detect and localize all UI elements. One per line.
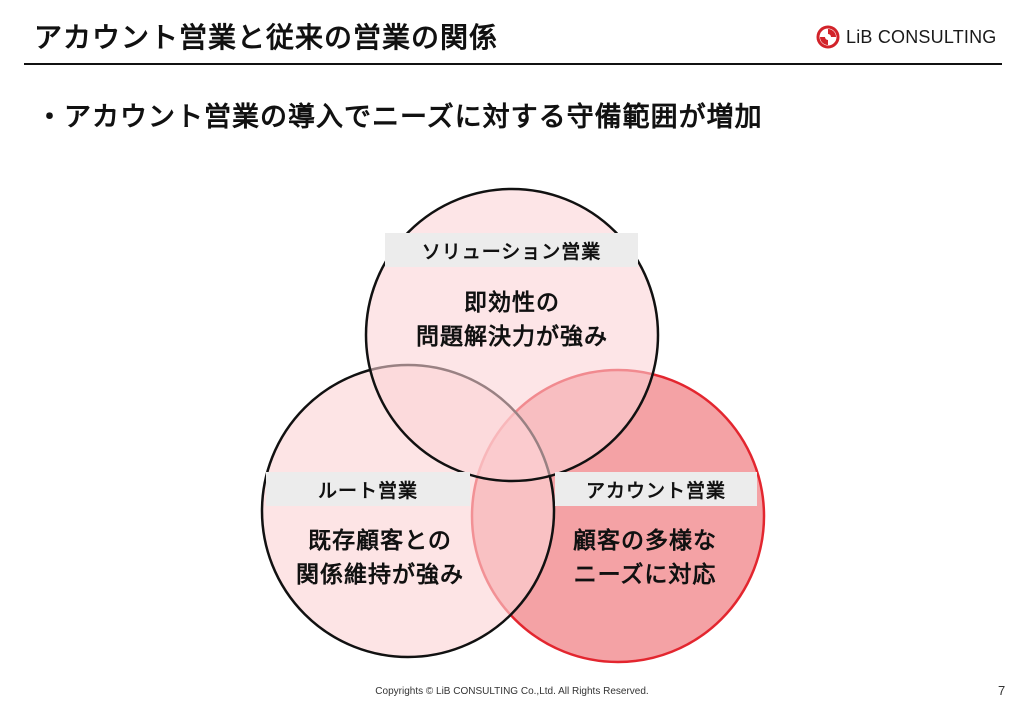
route-desc-line1: 既存顧客との <box>308 528 452 554</box>
page-title: アカウント営業と従来の営業の関係 <box>34 21 499 54</box>
header-divider <box>24 63 1002 65</box>
copyright-footer: Copyrights © LiB CONSULTING Co.,Ltd. All… <box>375 686 649 697</box>
solution-desc-line2: 問題解決力が強み <box>416 324 608 350</box>
solution-label: ソリューション営業 <box>385 233 638 267</box>
route-desc: 既存顧客との 関係維持が強み <box>270 524 490 592</box>
company-logo: LiB CONSULTING <box>816 25 997 49</box>
account-desc: 顧客の多様な ニーズに対応 <box>540 524 750 592</box>
page-number: 7 <box>998 683 1006 698</box>
account-desc-line1: 顧客の多様な <box>573 528 717 554</box>
logo-text: LiB CONSULTING <box>846 26 997 47</box>
route-label: ルート営業 <box>266 472 470 506</box>
solution-desc-line1: 即効性の <box>464 290 560 316</box>
route-desc-line2: 関係維持が強み <box>296 562 464 588</box>
account-label: アカウント営業 <box>555 472 757 506</box>
lib-logo-icon <box>816 25 840 49</box>
bullet-statement: ・アカウント営業の導入でニーズに対する守備範囲が増加 <box>36 102 763 133</box>
account-desc-line2: ニーズに対応 <box>573 562 717 588</box>
solution-desc: 即効性の 問題解決力が強み <box>380 286 644 354</box>
